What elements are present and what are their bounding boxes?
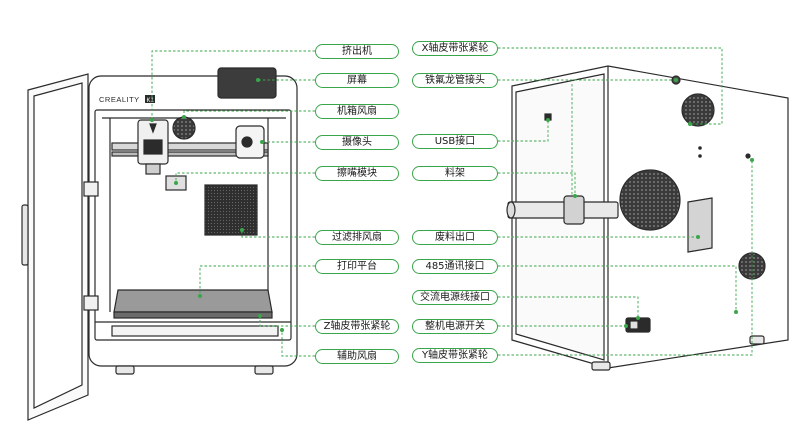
label-screen: 屏幕 (315, 73, 399, 88)
x-gantry (111, 142, 269, 151)
label-extruder: 挤出机 (315, 44, 399, 59)
anchor-dots (150, 78, 754, 332)
front-view (21, 67, 298, 421)
label-aux-fan: 辅助风扇 (315, 349, 399, 364)
label-x-belt-tensioner: X轴皮带张紧轮 (412, 41, 498, 56)
label-camera: 摄像头 (315, 135, 399, 150)
label-z-belt-tensioner: Z轴皮带张紧轮 (315, 319, 399, 334)
label-chassis-fan: 机箱风扇 (315, 104, 399, 119)
label-485-port: 485通讯接口 (412, 259, 498, 274)
model-badge-bg (145, 95, 155, 103)
rear-fan-round (619, 169, 681, 231)
model-badge: K1 (147, 98, 155, 104)
brand-logo: CREALITY (99, 95, 140, 104)
x-tensioner-grille (681, 93, 715, 127)
label-usb-port: USB接口 (412, 134, 498, 149)
label-power-switch: 整机电源开关 (412, 319, 498, 334)
label-ac-power-port: 交流电源线接口 (412, 290, 498, 305)
screen (217, 67, 277, 99)
build-plate (113, 289, 273, 319)
leader-lines (151, 47, 753, 357)
filter-fan (204, 184, 258, 236)
open-door (21, 73, 89, 421)
rear-view (506, 65, 789, 371)
spool-holder (506, 195, 619, 225)
label-wipe-module: 擦嘴模块 (315, 166, 399, 181)
label-filter-fan: 过滤排风扇 (315, 230, 399, 245)
waste-chute (687, 197, 713, 253)
chassis-fan (172, 116, 196, 140)
label-y-belt-tensioner: Y轴皮带张紧轮 (412, 348, 498, 363)
label-build-plate: 打印平台 (315, 259, 399, 274)
label-teflon-fitting: 铁氟龙管接头 (412, 73, 498, 88)
label-waste-outlet: 废料出口 (412, 230, 498, 245)
extruder (137, 119, 169, 175)
label-spool-holder: 料架 (412, 166, 498, 181)
